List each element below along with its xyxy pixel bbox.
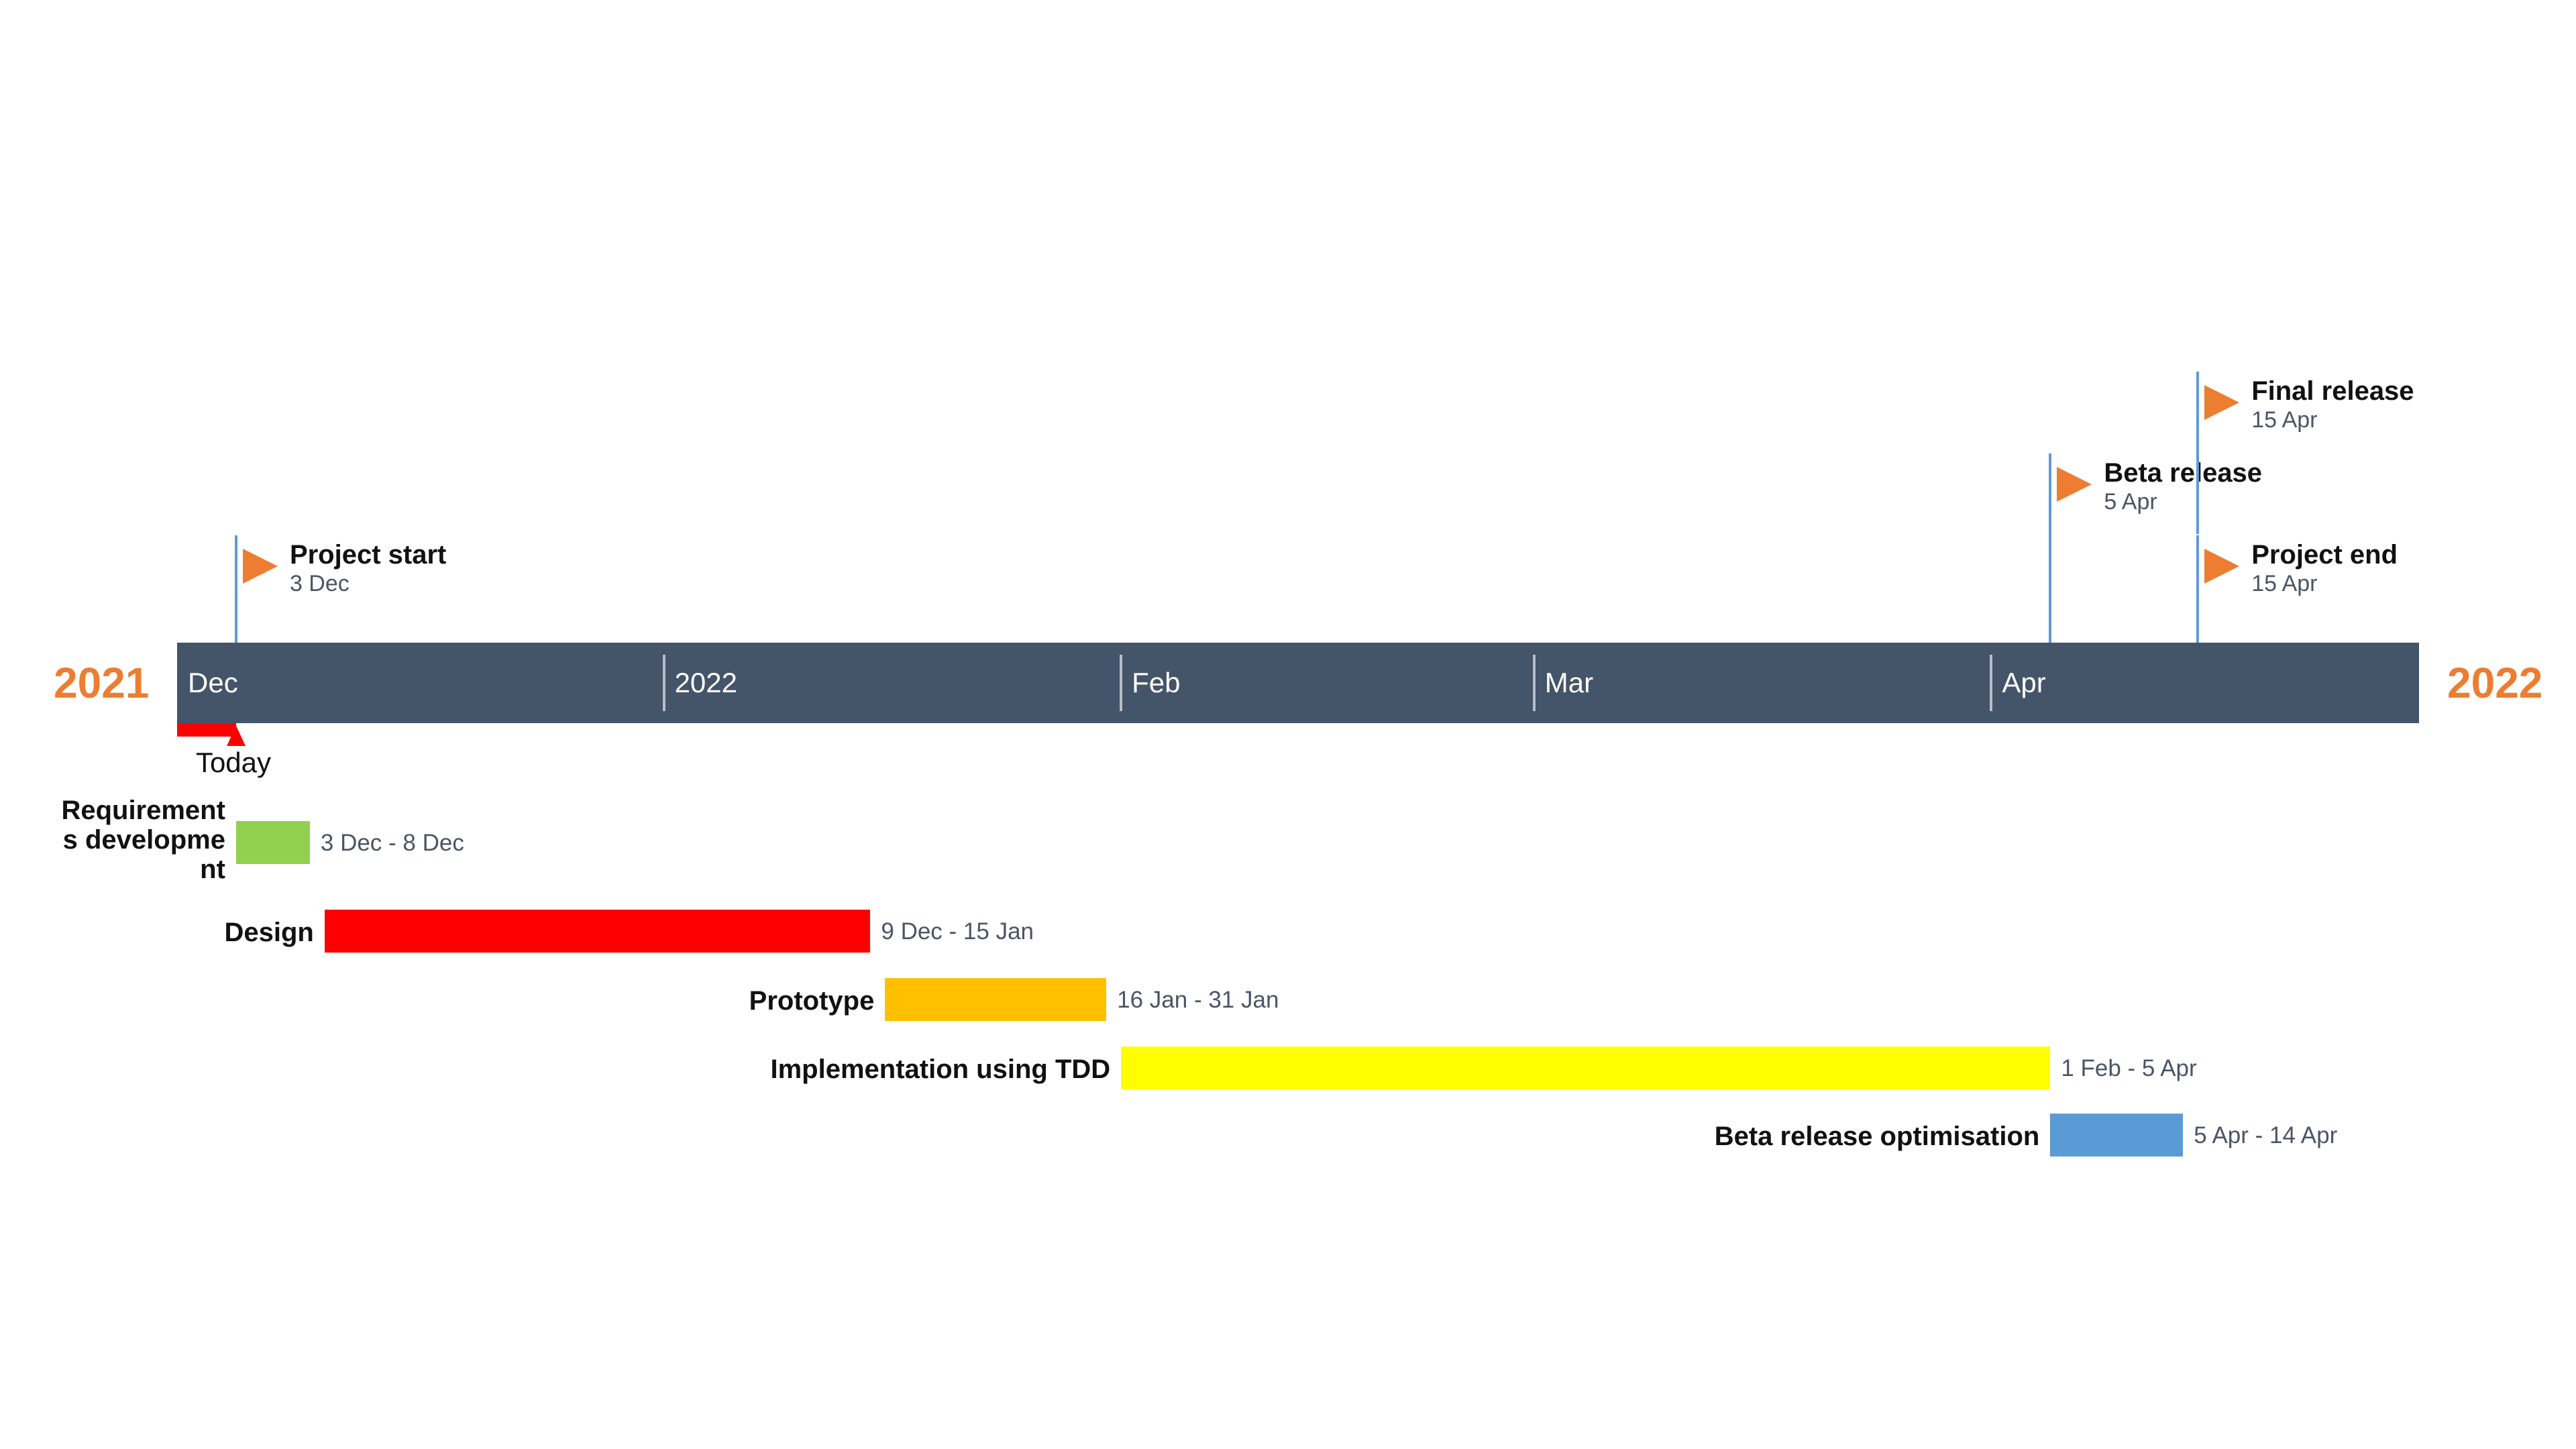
milestone-final-release-title: Final release: [2251, 376, 2414, 406]
month-divider: [1532, 655, 1536, 711]
task-bar: [2050, 1114, 2184, 1157]
milestone-beta-release-title: Beta release: [2104, 458, 2263, 488]
month-label: Dec: [188, 667, 238, 698]
month-label: 2022: [674, 667, 737, 698]
task-date-range: 3 Dec - 8 Dec: [320, 830, 464, 856]
milestone-project-end-date: 15 Apr: [2251, 571, 2318, 596]
milestone-final-release-flag-icon: [2204, 385, 2240, 420]
milestone-project-end-pole: [2196, 535, 2200, 643]
task-label: Prototype: [749, 986, 875, 1016]
task-bar: [235, 821, 310, 864]
milestone-project-end-title: Project end: [2251, 540, 2398, 570]
task-label: Design: [224, 918, 314, 947]
milestone-final-release-date: 15 Apr: [2251, 407, 2318, 433]
milestone-project-start-flag-icon: [242, 549, 278, 584]
milestone-beta-release-date: 5 Apr: [2104, 489, 2157, 515]
milestone-final-release-pole: [2196, 372, 2200, 534]
task-date-range: 1 Feb - 5 Apr: [2061, 1055, 2197, 1081]
task-date-range: 9 Dec - 15 Jan: [881, 918, 1034, 945]
task-bar: [324, 910, 871, 953]
month-divider: [662, 655, 665, 711]
task-date-range: 5 Apr - 14 Apr: [2194, 1122, 2338, 1148]
milestone-project-start-title: Project start: [289, 540, 447, 570]
task-bar: [885, 978, 1107, 1021]
month-divider: [1120, 655, 1123, 711]
milestone-project-start-date: 3 Dec: [289, 571, 350, 596]
task-label: Beta release optimisation: [1714, 1122, 2040, 1151]
task-label: Implementation using TDD: [770, 1055, 1111, 1084]
timeline-band: [177, 643, 2419, 723]
today-bar: [177, 723, 236, 737]
end-year-label: 2022: [2447, 659, 2543, 707]
milestone-beta-release-pole: [2049, 453, 2052, 643]
month-label: Apr: [2002, 667, 2046, 698]
task-date-range: 16 Jan - 31 Jan: [1117, 987, 1279, 1013]
task-bar: [1121, 1046, 2051, 1089]
today-label: Today: [195, 747, 272, 778]
milestone-project-start-pole: [234, 535, 237, 643]
task-label: Requirements development: [61, 796, 225, 884]
month-divider: [1990, 655, 1993, 711]
milestone-project-end-flag-icon: [2204, 549, 2240, 584]
milestone-beta-release-flag-icon: [2057, 467, 2092, 502]
month-label: Mar: [1544, 667, 1594, 698]
today-marker: [226, 726, 246, 746]
start-year-label: 2021: [54, 659, 150, 707]
month-label: Feb: [1132, 667, 1181, 698]
